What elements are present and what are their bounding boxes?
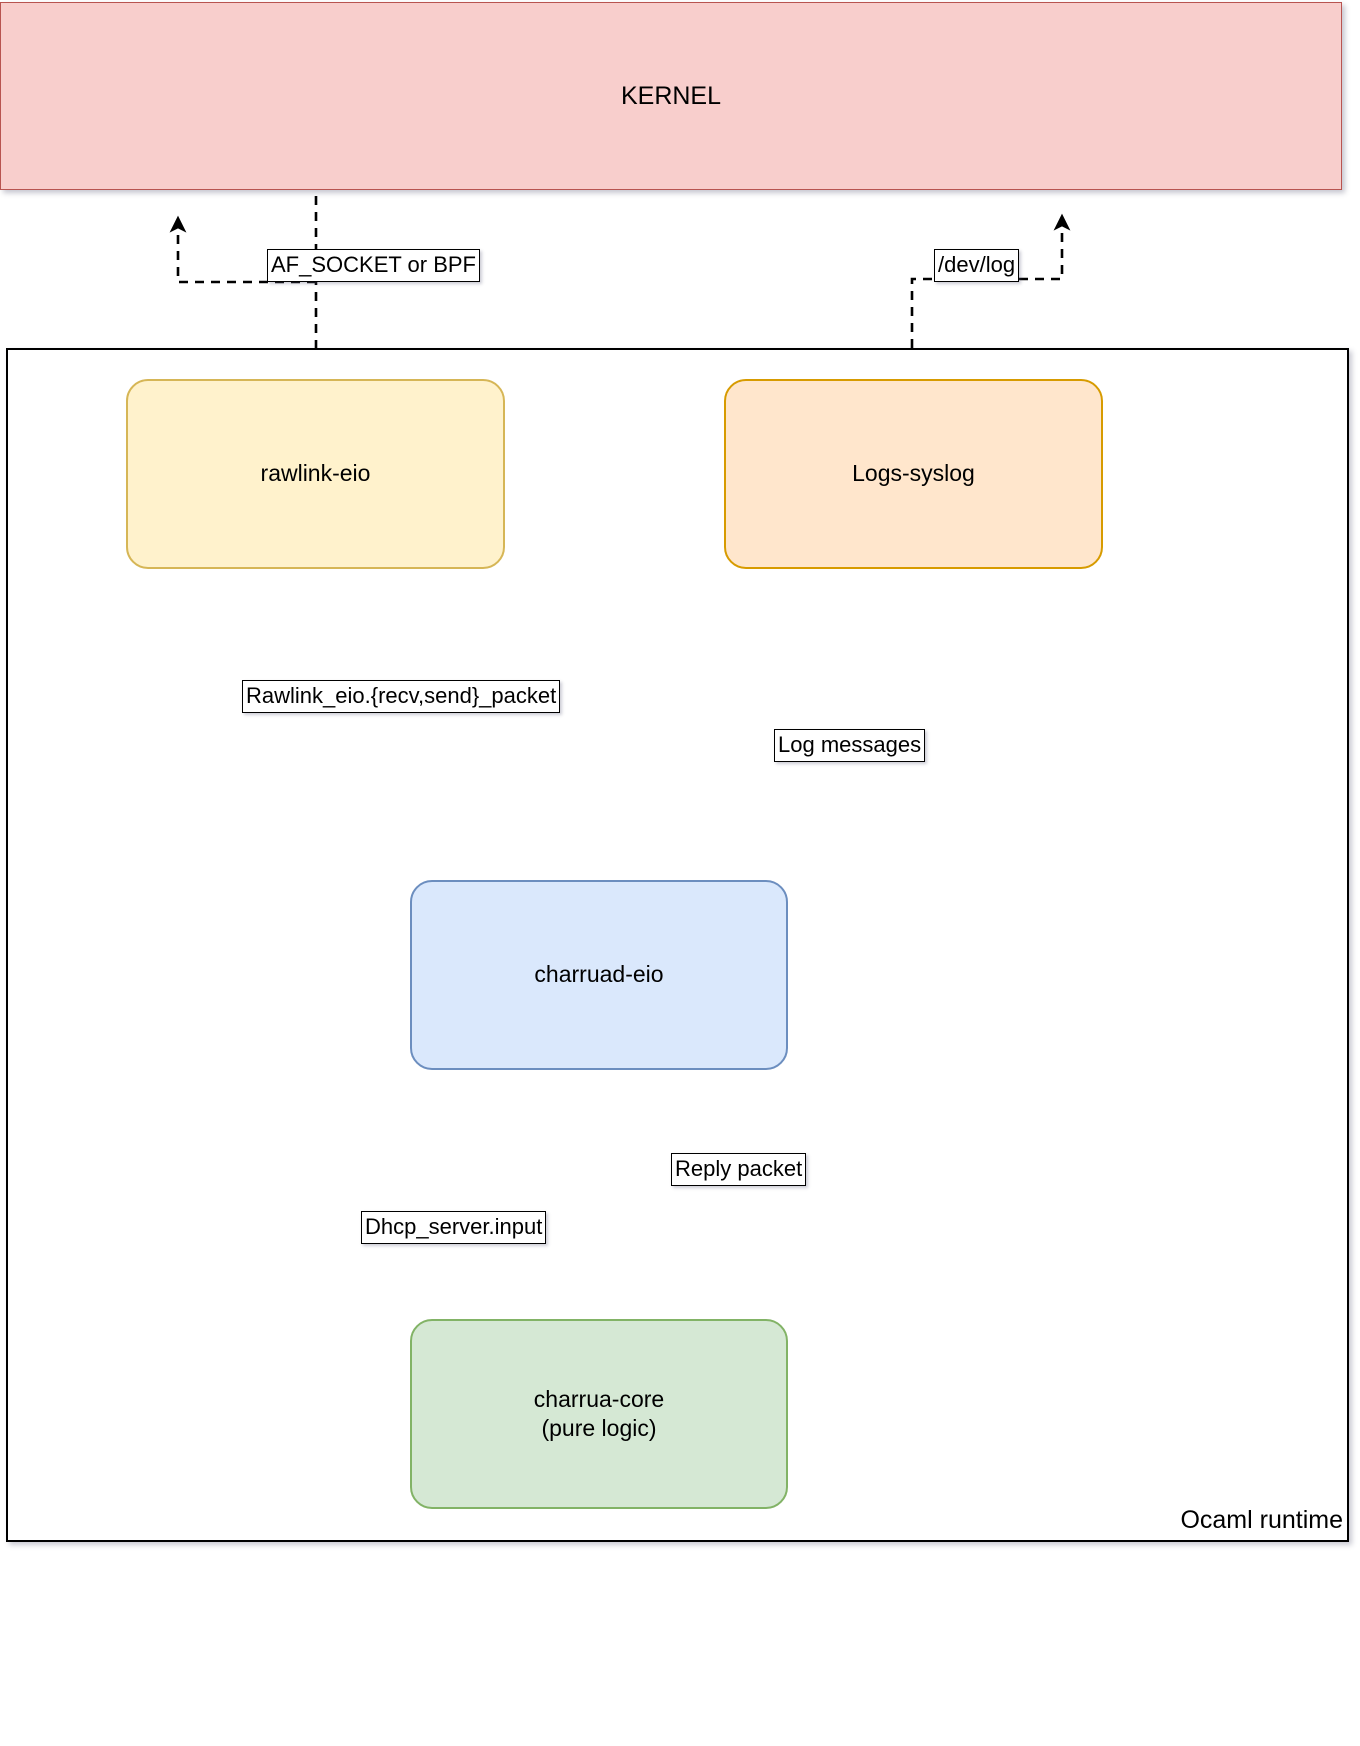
edge-label-dev-log: /dev/log xyxy=(934,249,1020,282)
node-charruad-eio-label: charruad-eio xyxy=(534,961,664,988)
node-charrua-core[interactable]: charrua-core (pure logic) xyxy=(410,1319,788,1509)
node-kernel[interactable]: KERNEL xyxy=(0,2,1342,190)
edge-label-reply-packet: Reply packet xyxy=(671,1153,807,1186)
edge-label-dhcp-server-input: Dhcp_server.input xyxy=(361,1211,547,1244)
edge-label-log-messages: Log messages xyxy=(774,729,926,762)
node-charrua-core-label: charrua-core (pure logic) xyxy=(533,1385,665,1441)
node-logs-syslog[interactable]: Logs-syslog xyxy=(724,379,1103,569)
node-rawlink-eio-label: rawlink-eio xyxy=(260,460,371,487)
node-ocaml-runtime-label: Ocaml runtime xyxy=(1180,1506,1343,1534)
node-kernel-label: KERNEL xyxy=(620,82,722,110)
node-logs-syslog-label: Logs-syslog xyxy=(852,460,975,487)
edge-label-rawlink-recv-send-packet: Rawlink_eio.{recv,send}_packet xyxy=(242,680,561,713)
node-rawlink-eio[interactable]: rawlink-eio xyxy=(126,379,505,569)
edge-label-af-socket-or-bpf: AF_SOCKET or BPF xyxy=(267,249,480,282)
node-charruad-eio[interactable]: charruad-eio xyxy=(410,880,788,1070)
